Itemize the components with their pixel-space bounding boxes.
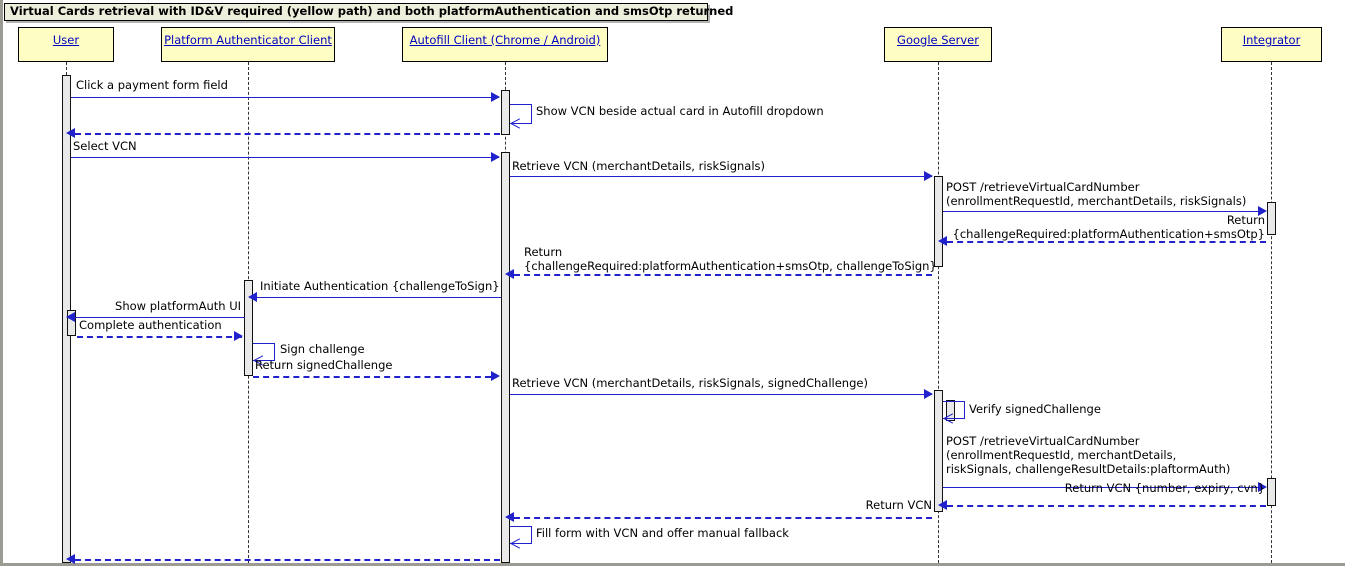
message-11-label: Complete authentication	[79, 318, 222, 332]
participant-platform-authenticator-client[interactable]: Platform Authenticator Client	[161, 27, 335, 62]
message-5-label: Retrieve VCN (merchantDetails, riskSigna…	[512, 159, 765, 173]
message-6-label: POST /retrieveVirtualCardNumber (enrollm…	[946, 180, 1247, 208]
message-9-line	[256, 297, 501, 298]
activation-integrator-1	[1267, 202, 1276, 235]
message-6-line	[943, 211, 1265, 212]
message-16-line	[943, 487, 1265, 488]
message-12-selfloop	[253, 343, 275, 361]
participant-integrator[interactable]: Integrator	[1221, 27, 1322, 62]
message-4-arrowhead	[491, 152, 500, 162]
message-8-arrowhead	[505, 269, 514, 279]
message-2-selfloop	[510, 104, 532, 124]
message-10-line	[75, 317, 245, 318]
message-6-arrowhead	[1258, 206, 1267, 216]
message-7-label: Return {challengeRequired:platformAuthen…	[952, 213, 1265, 241]
activation-integrator-2	[1267, 478, 1276, 506]
message-20-arrowhead	[66, 554, 75, 564]
participant-integrator-label: Integrator	[1242, 33, 1301, 47]
diagram-title: Virtual Cards retrieval with ID&V requir…	[10, 4, 734, 19]
message-13-arrowhead	[491, 371, 500, 381]
participant-user[interactable]: User	[18, 27, 114, 62]
message-3-arrowhead	[66, 128, 75, 138]
activation-autofill-client-1	[501, 90, 510, 135]
message-10-arrowhead	[66, 312, 75, 322]
participant-platform-authenticator-client-label: Platform Authenticator Client	[164, 33, 332, 47]
participant-google-server[interactable]: Google Server	[884, 27, 992, 62]
activation-autofill-client-2	[501, 152, 510, 563]
activation-google-server-2	[934, 390, 943, 512]
message-16-label: POST /retrieveVirtualCardNumber (enrollm…	[946, 434, 1231, 476]
message-14-line	[510, 394, 932, 395]
diagram-title-box: Virtual Cards retrieval with ID&V requir…	[4, 3, 733, 21]
message-1-line	[71, 97, 499, 98]
lifeline-integrator	[1271, 62, 1272, 563]
lifeline-google-server	[938, 62, 939, 563]
message-9-label: Initiate Authentication {challengeToSign…	[260, 279, 500, 293]
message-1-arrowhead	[491, 92, 500, 102]
message-2-arrowhead	[511, 119, 521, 129]
message-16-arrowhead	[1258, 482, 1267, 492]
message-1-label: Click a payment form field	[76, 78, 228, 92]
message-13-label: Return signedChallenge	[255, 358, 393, 372]
message-19-selfloop	[510, 526, 532, 544]
activation-platform-authenticator-client	[244, 280, 253, 376]
message-2-label: Show VCN beside actual card in Autofill …	[536, 104, 824, 118]
message-19-label: Fill form with VCN and offer manual fall…	[536, 526, 789, 540]
message-9-arrowhead	[248, 292, 257, 302]
message-17-label: Return VCN {number, expiry, cvn}	[1064, 481, 1265, 495]
message-15-selfloop	[943, 401, 965, 419]
message-4-label: Select VCN	[73, 139, 137, 153]
activation-user-nested	[67, 310, 76, 336]
participant-google-server-label: Google Server	[897, 33, 979, 47]
message-12-label: Sign challenge	[280, 342, 365, 356]
message-15-label: Verify signedChallenge	[969, 402, 1101, 416]
participant-autofill-client-label: Autofill Client (Chrome / Android)	[409, 33, 601, 47]
message-10-label: Show platformAuth UI	[115, 299, 241, 313]
message-7-line	[947, 241, 1266, 243]
message-19-arrowhead	[511, 539, 521, 549]
message-5-arrowhead	[924, 171, 933, 181]
message-4-line	[71, 157, 499, 158]
message-17-line	[947, 505, 1266, 507]
participant-user-label: User	[52, 33, 80, 47]
message-18-label: Return VCN	[865, 498, 932, 512]
message-20-line	[75, 559, 500, 561]
activation-google-server-1	[934, 176, 943, 267]
message-15-arrowhead	[944, 414, 954, 424]
message-18-line	[514, 517, 932, 519]
frame-border-left	[0, 0, 3, 566]
frame-border-bottom	[0, 563, 1345, 566]
message-13-line	[253, 376, 491, 378]
message-3-line	[75, 133, 500, 135]
message-7-arrowhead	[938, 236, 947, 246]
message-14-label: Retrieve VCN (merchantDetails, riskSigna…	[512, 376, 868, 390]
message-17-arrowhead	[938, 500, 947, 510]
message-11-arrowhead	[234, 331, 243, 341]
message-14-arrowhead	[924, 389, 933, 399]
participant-autofill-client[interactable]: Autofill Client (Chrome / Android)	[402, 27, 608, 62]
message-8-label: Return {challengeRequired:platformAuthen…	[524, 245, 937, 273]
message-11-line	[77, 336, 242, 338]
message-8-line	[514, 274, 932, 276]
message-18-arrowhead	[505, 512, 514, 522]
message-5-line	[510, 176, 932, 177]
